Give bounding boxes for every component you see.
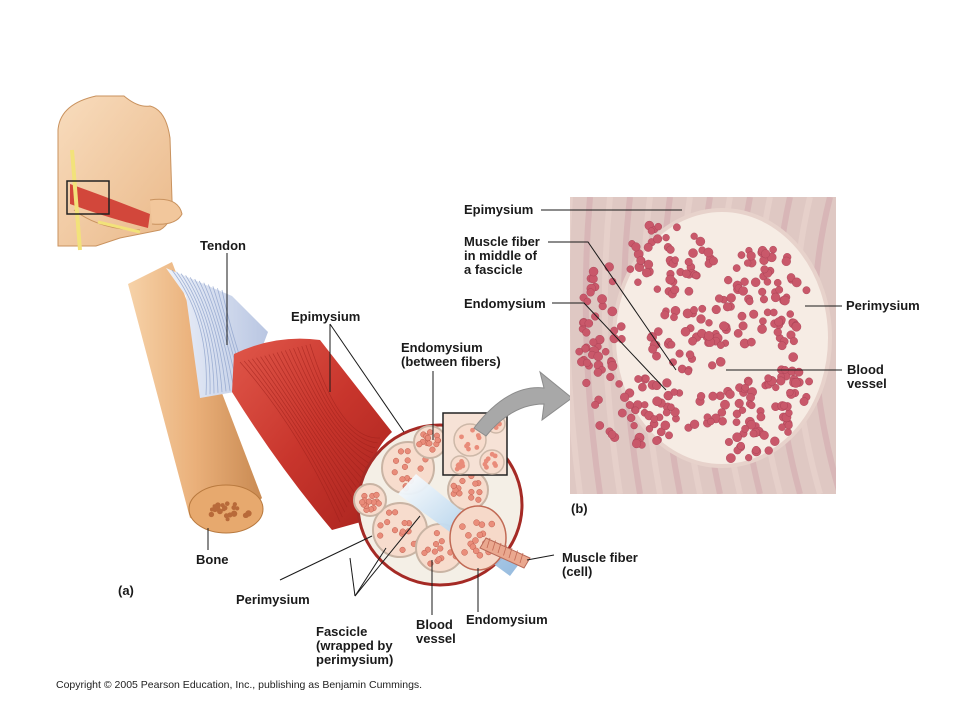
label-muscle-fiber-middle: Muscle fiber in middle of a fascicle	[464, 234, 540, 277]
label-bone: Bone	[196, 552, 229, 567]
bone	[128, 262, 264, 534]
label-endomysium-a: Endomysium	[466, 612, 548, 627]
label-blood-vessel-a: Blood vessel	[416, 617, 456, 646]
panel-label-b: (b)	[571, 501, 588, 516]
label-endomysium-between: Endomysium (between fibers)	[401, 340, 501, 369]
label-epimysium-b: Epimysium	[464, 202, 534, 217]
leader-lines	[207, 209, 842, 615]
label-perimysium-a: Perimysium	[236, 592, 310, 607]
label-muscle-fiber-cell: Muscle fiber (cell)	[562, 550, 638, 579]
label-blood-vessel-b: Blood vessel	[847, 362, 887, 391]
label-fascicle: Fascicle (wrapped by perimysium)	[316, 624, 394, 667]
label-tendon: Tendon	[200, 238, 246, 253]
torso-inset	[57, 95, 183, 251]
muscle-striations	[239, 343, 381, 523]
magnify-arrow	[473, 370, 573, 437]
copyright-notice: Copyright © 2005 Pearson Education, Inc.…	[56, 679, 423, 691]
micrograph	[570, 197, 836, 494]
label-endomysium-b: Endomysium	[464, 296, 546, 311]
muscle-cross-section	[353, 412, 531, 587]
label-epimysium-a: Epimysium	[291, 309, 361, 324]
inset-highlight-box	[66, 180, 110, 215]
label-perimysium-b: Perimysium	[846, 298, 920, 313]
panel-label-a: (a)	[118, 583, 134, 598]
